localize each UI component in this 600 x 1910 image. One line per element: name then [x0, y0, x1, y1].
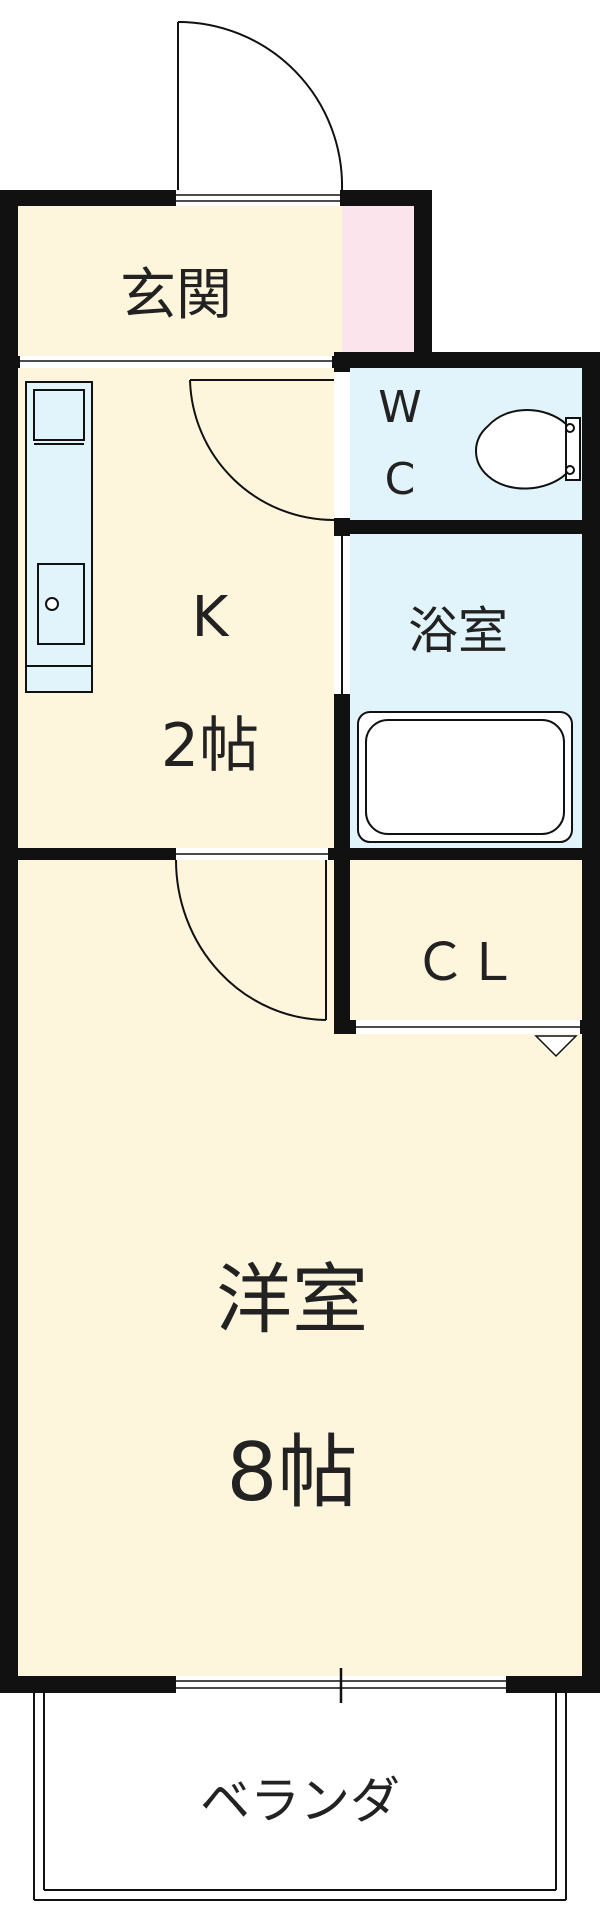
closet-label: ＣＬ [414, 933, 518, 993]
entrance-door-swing [177, 21, 344, 191]
kitchen-size-label: 2帖 [161, 711, 259, 781]
toilet-label-w: W [378, 382, 422, 433]
entrance-floor [18, 206, 342, 356]
kitchen-label: K [192, 585, 230, 650]
wall-toilet-bath [350, 520, 582, 534]
entrance-storage-floor [342, 206, 414, 356]
outer-wall-entrance-right [414, 190, 432, 356]
entrance-door-opening [176, 190, 340, 206]
outer-wall-right [582, 352, 600, 1693]
western-room-label: 洋室 [216, 1255, 368, 1344]
toilet-label-c: C [385, 454, 416, 505]
sink-icon [45, 597, 59, 611]
western-door-swing [175, 859, 327, 1021]
closet-door-marker [534, 1035, 578, 1058]
toilet-door-swing [189, 379, 335, 521]
kitchen-entry-opening [20, 356, 332, 368]
bathtub-icon [357, 711, 573, 843]
toilet-icon [475, 409, 581, 490]
outer-wall-left [0, 190, 18, 1693]
western-room-size-label: 8帖 [227, 1426, 358, 1519]
kitchen-counter [25, 381, 93, 693]
outer-wall-top-wet [334, 352, 600, 368]
veranda-label: ベランダ [200, 1772, 400, 1830]
veranda-railing [33, 1693, 567, 1901]
western-room-floor [18, 860, 582, 1676]
entrance-label: 玄関 [120, 263, 232, 328]
bath-label: 浴室 [408, 602, 508, 660]
toilet-door-opening [334, 372, 350, 518]
